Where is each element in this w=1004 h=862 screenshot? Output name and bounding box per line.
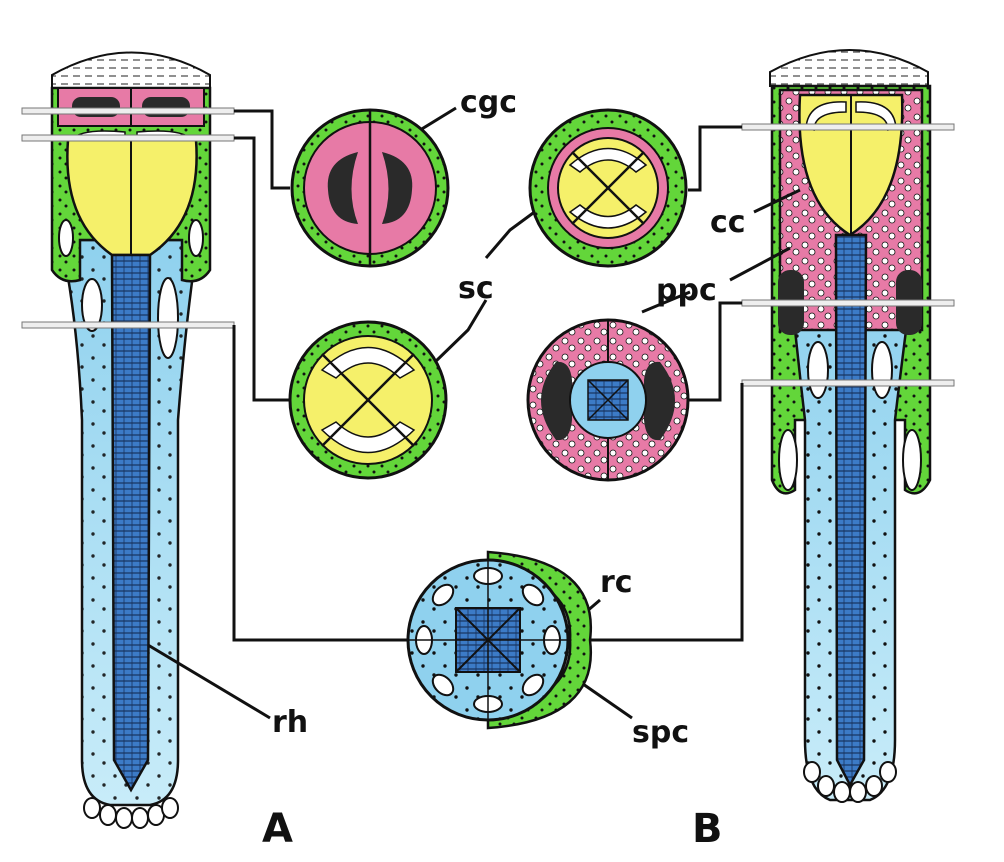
apical-cap xyxy=(51,51,211,89)
label-ppc: ppc xyxy=(656,273,717,308)
label-spc: spc xyxy=(632,715,689,750)
central-strand-a xyxy=(110,253,152,793)
section-bar-a2 xyxy=(21,134,235,142)
label-sc: sc xyxy=(458,271,494,306)
section-bar-b1 xyxy=(741,123,955,131)
section-bar-a1 xyxy=(21,107,235,115)
section-bar-a3 xyxy=(21,321,235,329)
organism-a xyxy=(21,51,235,829)
panel-label-b: B xyxy=(692,806,723,852)
label-rc: rc xyxy=(600,565,633,600)
section-bar-b2 xyxy=(741,299,955,307)
section-rc xyxy=(406,550,593,730)
organism-b xyxy=(741,49,955,803)
section-bar-b3 xyxy=(741,379,955,387)
label-cgc: cgc xyxy=(460,85,517,120)
section-ppc xyxy=(526,318,690,482)
panel-label-a: A xyxy=(262,806,293,852)
section-cgc xyxy=(290,108,450,268)
section-sc-upper xyxy=(528,108,688,268)
central-strand-b xyxy=(834,233,868,788)
label-rh: rh xyxy=(272,705,308,740)
section-sc-lower xyxy=(288,320,448,480)
apical-cap-b xyxy=(769,49,929,87)
label-cc: cc xyxy=(710,205,746,240)
